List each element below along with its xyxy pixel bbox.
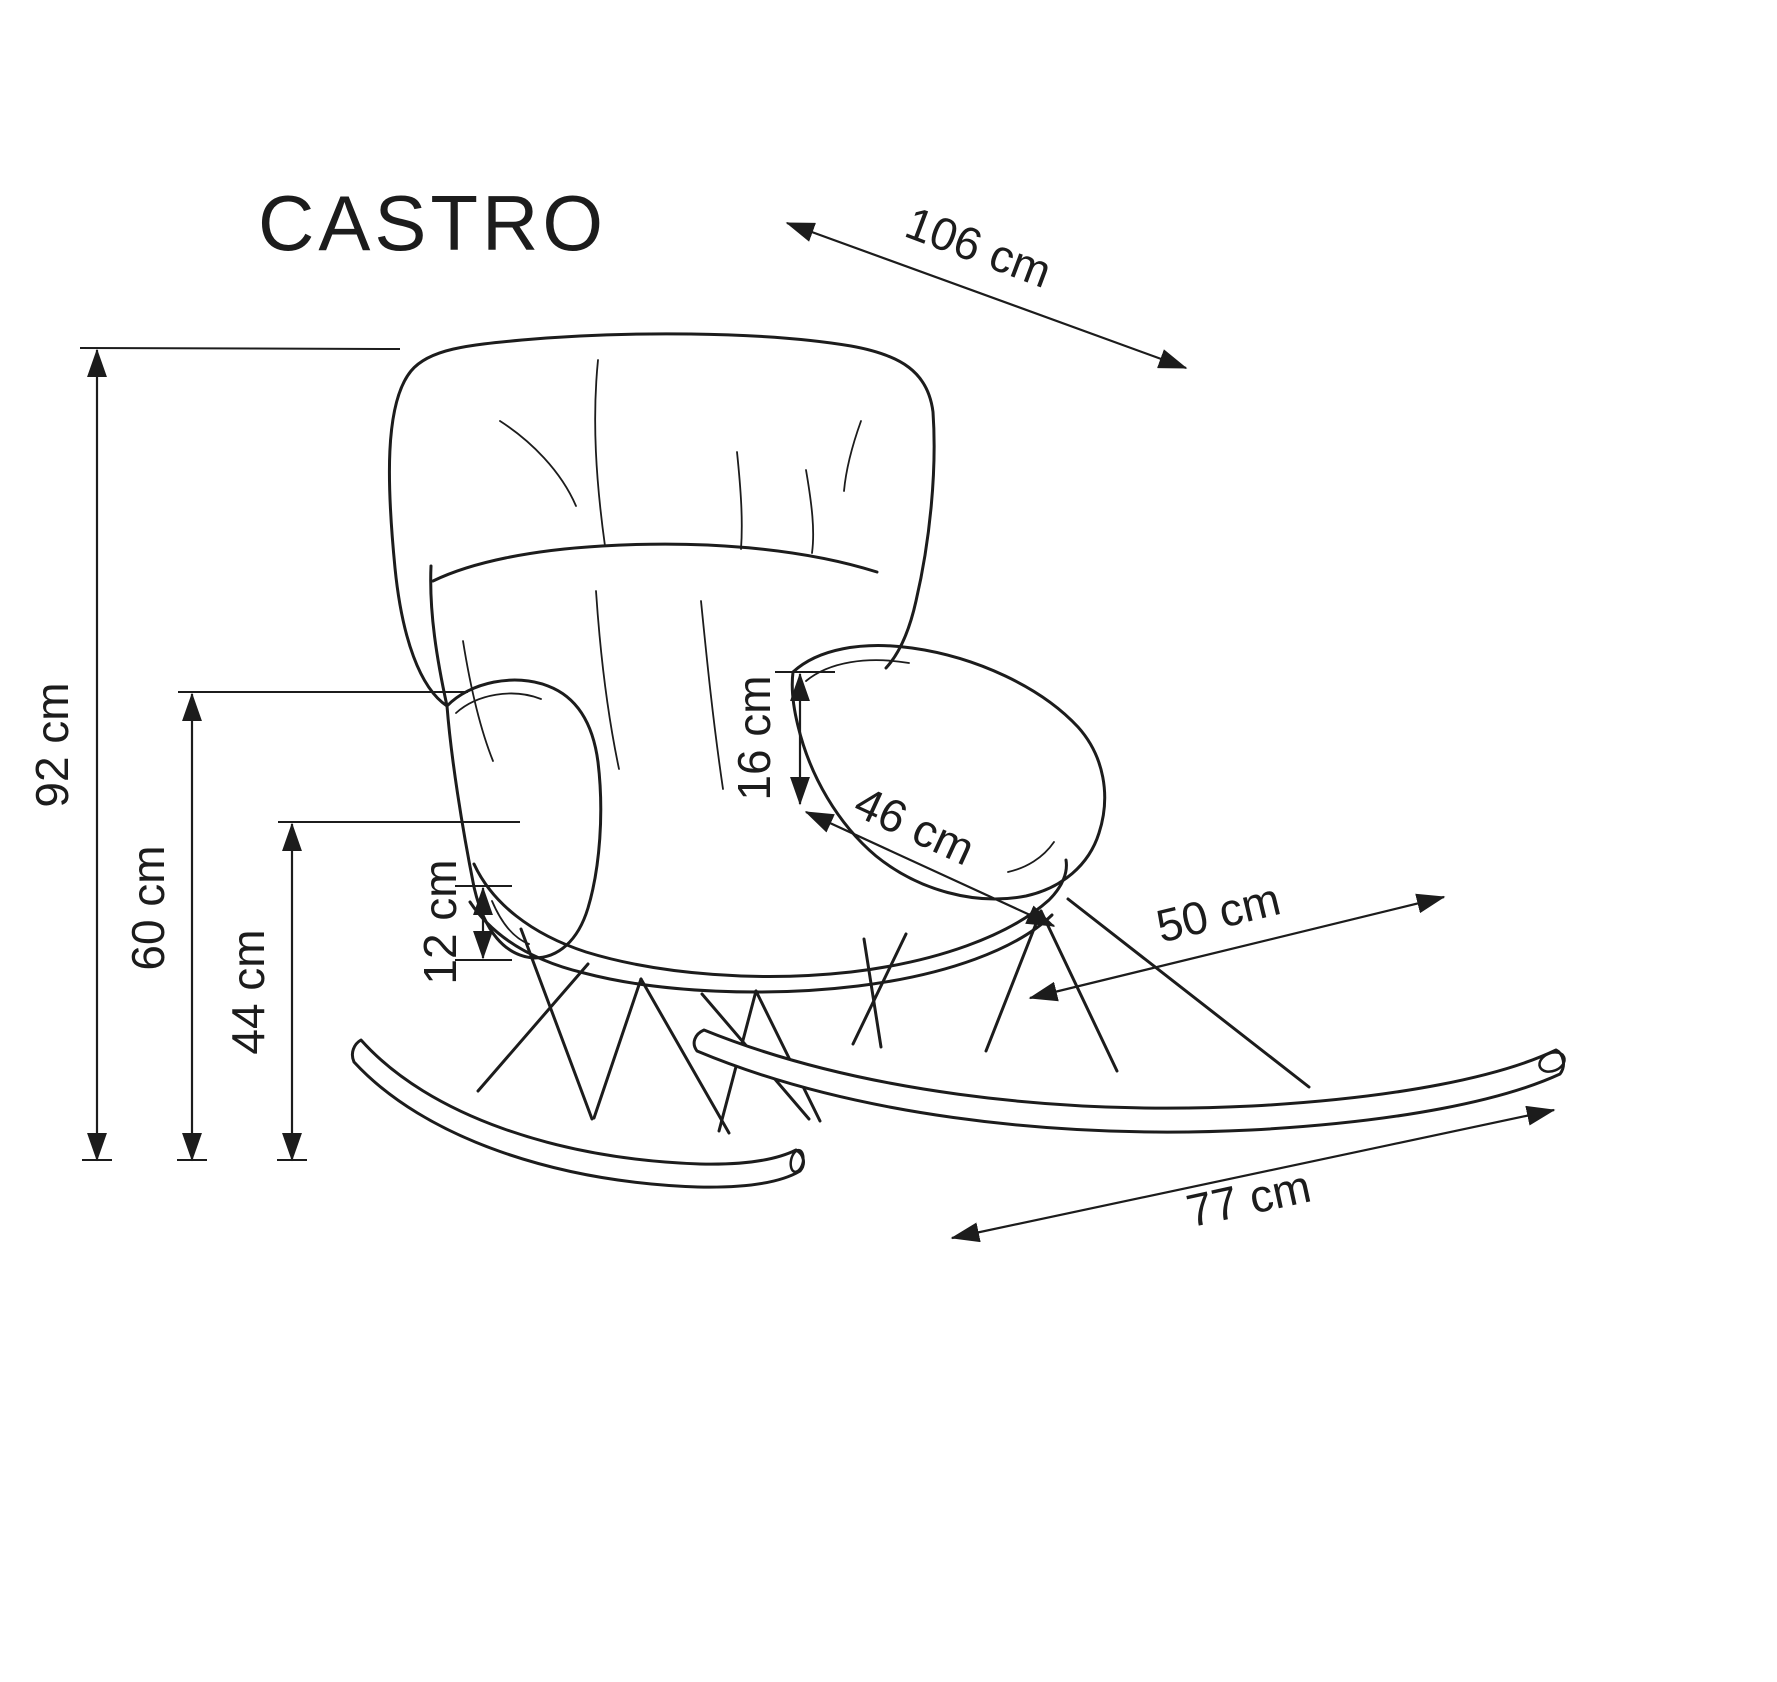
dimension-seat-height: 44 cm: [222, 821, 520, 1162]
dimension-label: 106 cm: [899, 196, 1059, 298]
dimension-seat-width: 50 cm: [1028, 872, 1446, 1002]
left-wing-inner-line: [429, 564, 449, 708]
dimension-armrest-above-seat: 16 cm: [728, 671, 835, 806]
dimension-label: 44 cm: [222, 929, 274, 1054]
dimension-label: 60 cm: [122, 845, 174, 970]
dimension-seat-cushion-thickness: 12 cm: [414, 859, 512, 985]
dimension-label: 92 cm: [26, 682, 78, 807]
dimension-seat-depth: 46 cm: [804, 776, 1056, 927]
dimension-label: 46 cm: [847, 776, 983, 876]
diagram-title: CASTRO: [258, 179, 607, 267]
dimension-label: 12 cm: [414, 859, 466, 984]
dimension-label: 77 cm: [1182, 1160, 1315, 1237]
right-armrest: [790, 644, 1107, 901]
left-rocker-end-cap: [789, 1148, 805, 1174]
headrest-seam: [431, 542, 879, 583]
right-rocker-end-cap: [1538, 1051, 1566, 1073]
upholstery-creases: [462, 359, 1055, 945]
left-rocker-skid: [350, 1038, 805, 1189]
dimension-label: 16 cm: [728, 675, 780, 800]
dimension-overall-height: 92 cm: [26, 347, 401, 1162]
dimension-line: [785, 221, 1188, 370]
right-armrest-roll-line: [805, 659, 910, 682]
backrest-outline: [387, 332, 936, 708]
dimension-armrest-height: 60 cm: [122, 691, 468, 1162]
left-armrest-roll-line: [455, 692, 542, 714]
chair-illustration: [350, 332, 1566, 1189]
dimension-line: [804, 811, 1056, 927]
dimension-line: [1028, 893, 1446, 1002]
left-armrest: [445, 678, 603, 960]
dimension-line: [950, 1105, 1556, 1243]
right-rocker-skid: [692, 1028, 1565, 1134]
dimension-overall-depth: 106 cm: [785, 196, 1188, 370]
